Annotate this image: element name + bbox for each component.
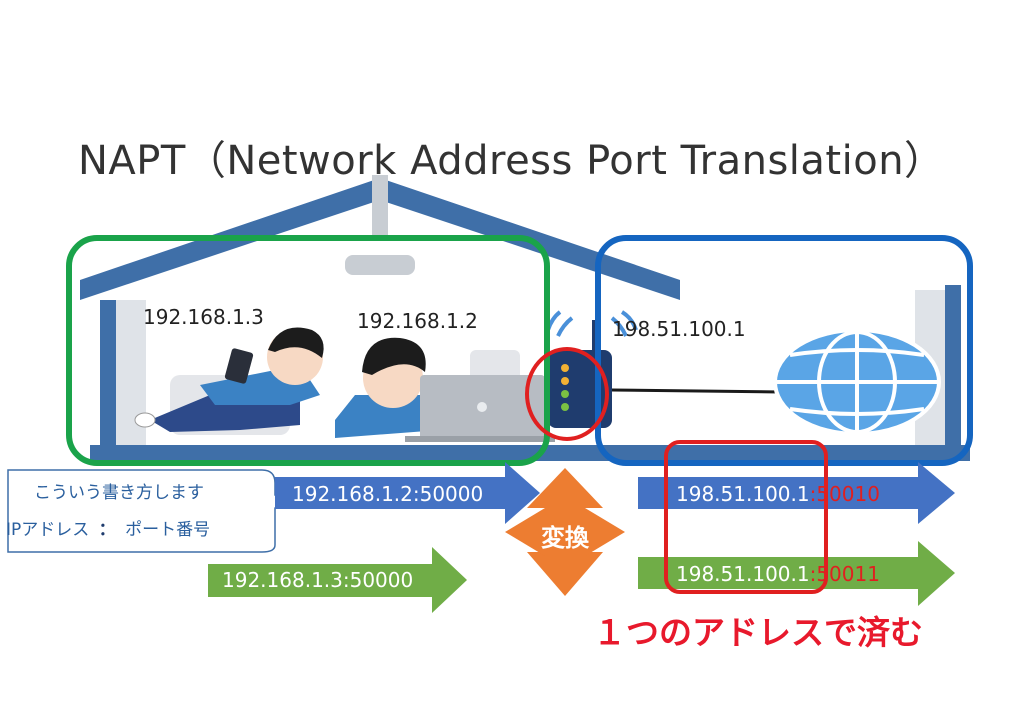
callout-line1: こういう書き方します (34, 483, 204, 503)
host1-ip-label: 192.168.1.3 (143, 305, 264, 329)
flow-in-bottom-label: 192.168.1.3:50000 (222, 568, 414, 592)
convert-label: 変換 (541, 524, 589, 552)
convert-right-point (585, 508, 625, 556)
callout-separator: ： (98, 520, 116, 540)
flow-out-bottom-port: :50011 (809, 562, 880, 586)
arrow-out-bottom (638, 541, 955, 606)
router-ip-label: 198.51.100.1 (612, 317, 746, 341)
callout-port-text: ポート番号 (125, 520, 211, 540)
flow-in-top-label: 192.168.1.2:50000 (292, 482, 484, 506)
flow-out-top-port: :50010 (809, 482, 880, 506)
port-highlight-box (664, 440, 828, 594)
globe-icon (773, 328, 941, 436)
arrow-in-top (275, 462, 540, 524)
arrow-out-top (638, 462, 955, 524)
person-laptop-illustration (335, 337, 555, 442)
convert-shape (527, 468, 603, 596)
wan-boundary (595, 235, 973, 466)
callout-ip-text: IPアドレス (6, 520, 90, 540)
network-cable (611, 388, 781, 394)
person-phone-illustration (134, 327, 324, 432)
summary-message: １つのアドレスで済む (593, 613, 923, 652)
page-title: NAPT（Network Address Port Translation） (78, 138, 945, 184)
flow-out-bottom-label: 198.51.100.1:50011 (676, 562, 880, 586)
house-roof (80, 175, 680, 300)
flow-out-top-ip: 198.51.100.1 (676, 482, 810, 506)
lan-boundary (66, 235, 550, 466)
convert-left-point (505, 508, 545, 556)
callout-line2: IPアドレス ： ポート番号 (6, 515, 210, 540)
router-highlight (525, 347, 609, 441)
arrow-in-bottom (208, 547, 467, 613)
flow-out-top-label: 198.51.100.1:50010 (676, 482, 880, 506)
flow-out-bottom-ip: 198.51.100.1 (676, 562, 810, 586)
host2-ip-label: 192.168.1.2 (357, 309, 478, 333)
